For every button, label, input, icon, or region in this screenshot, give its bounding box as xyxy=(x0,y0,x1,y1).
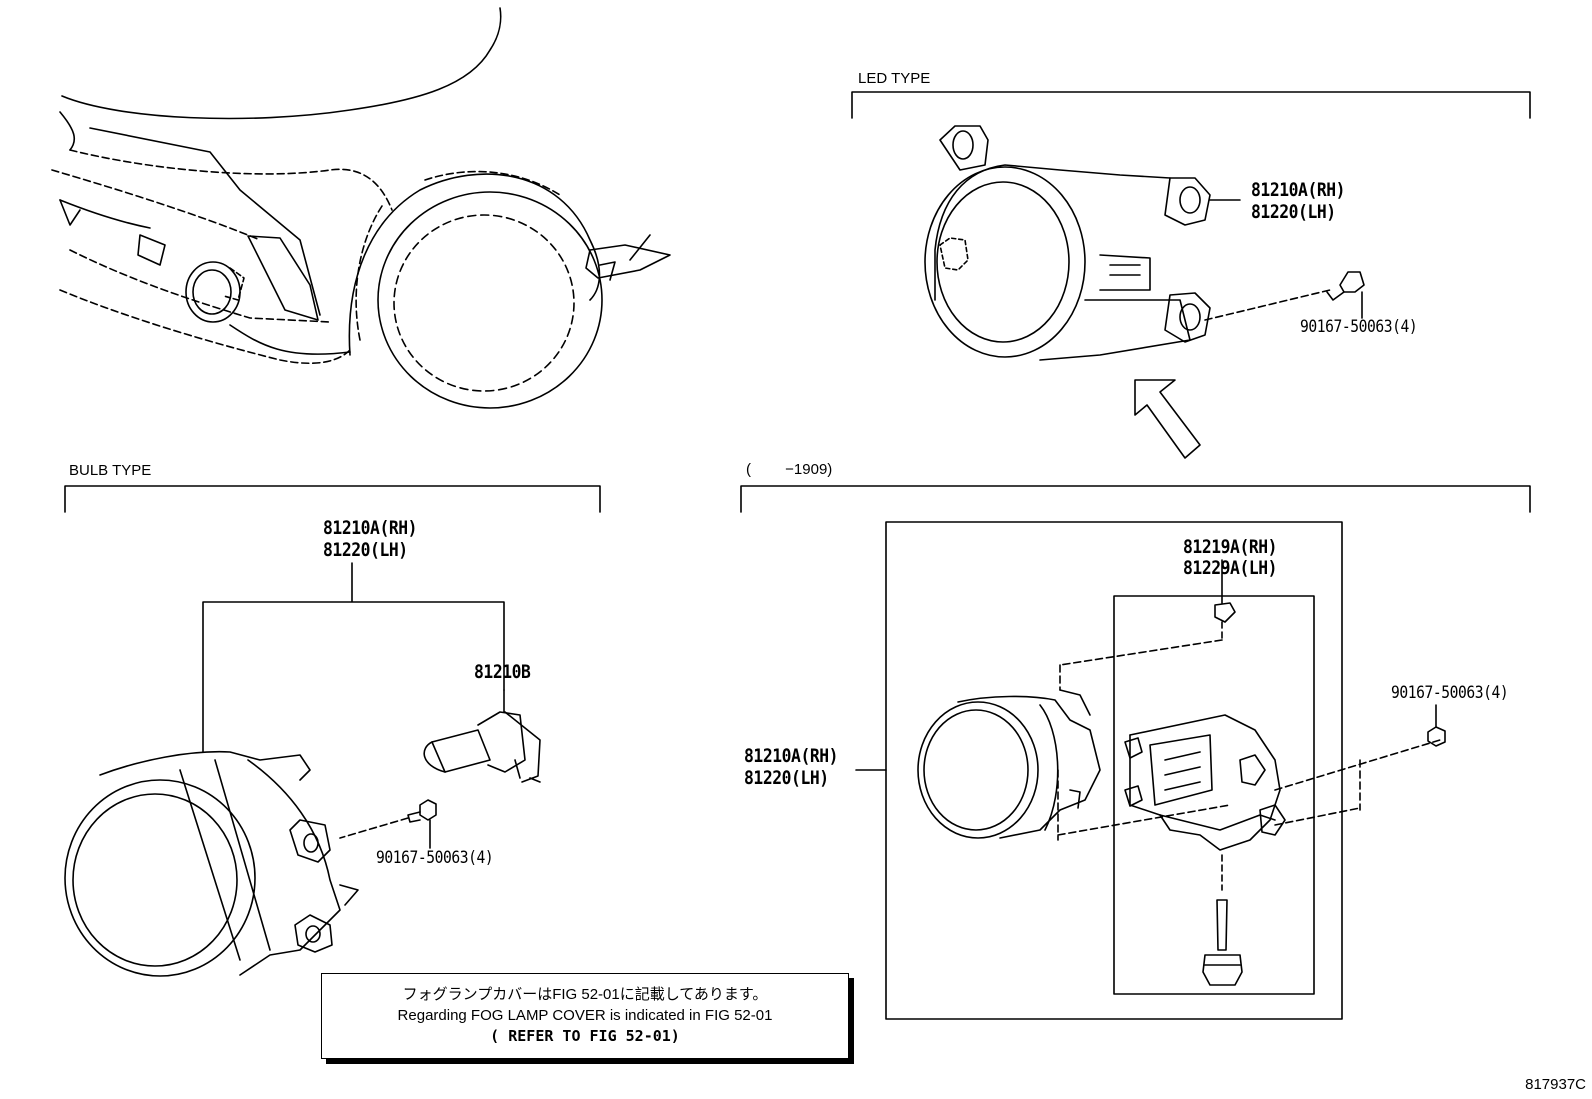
callout-bulb-lamp-rh[interactable]: 81210A(RH) xyxy=(323,517,418,539)
callout-bulb-screw[interactable]: 90167-50063(4) xyxy=(376,848,494,868)
fog-lamp-cover-note: フォグランプカバーはFIG 52-01に記載してあります。 Regarding … xyxy=(321,973,849,1059)
bulb-type-bracket xyxy=(64,485,601,513)
callout-bulb-lamp-lh[interactable]: 81220(LH) xyxy=(323,539,408,561)
callout-led-lamp-rh[interactable]: 81210A(RH) xyxy=(1251,179,1346,201)
led-type-label: LED TYPE xyxy=(858,70,931,87)
bulb-fog-lamp-drawing xyxy=(64,562,541,977)
callout-old-bracket-rh[interactable]: 81219A(RH) xyxy=(1183,536,1278,558)
callout-old-bracket-lh[interactable]: 81229A(LH) xyxy=(1183,557,1278,579)
callout-old-lamp-rh[interactable]: 81210A(RH) xyxy=(744,745,839,767)
callout-led-lamp-lh[interactable]: 81220(LH) xyxy=(1251,201,1336,223)
date-range-label: ( −1909) xyxy=(746,461,833,478)
callout-led-screw[interactable]: 90167-50063(4) xyxy=(1300,317,1418,337)
callout-bulb[interactable]: 81210B xyxy=(474,661,531,683)
date-range-bracket xyxy=(740,485,1531,513)
old-fog-lamp-drawing xyxy=(917,559,1446,986)
led-type-bracket xyxy=(851,91,1531,119)
callout-old-screw[interactable]: 90167-50063(4) xyxy=(1391,683,1509,703)
view-direction-arrow xyxy=(1134,379,1201,459)
note-english: Regarding FOG LAMP COVER is indicated in… xyxy=(397,1007,773,1024)
callout-old-lamp-lh[interactable]: 81220(LH) xyxy=(744,767,829,789)
note-japanese: フォグランプカバーはFIG 52-01に記載してあります。 xyxy=(402,986,768,1003)
note-reference: ( REFER TO FIG 52-01) xyxy=(490,1027,680,1045)
led-fog-lamp-drawing xyxy=(924,125,1365,361)
bulb-type-label: BULB TYPE xyxy=(69,462,152,479)
figure-id: 817937C xyxy=(1525,1076,1586,1093)
vehicle-front-illustration xyxy=(51,7,671,409)
